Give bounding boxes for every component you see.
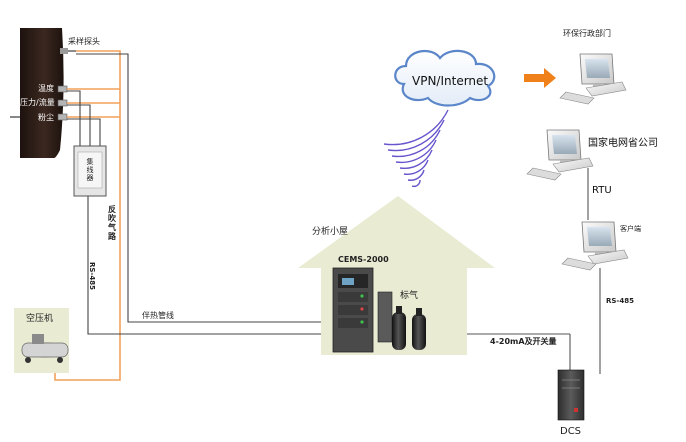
dcs-server-icon <box>557 369 585 421</box>
label-rs485-right: RS-485 <box>606 297 634 305</box>
chimney <box>20 28 64 158</box>
cloud-icon <box>394 49 496 107</box>
label-dcs: DCS <box>560 426 581 437</box>
wireless-signal-icon <box>383 109 449 188</box>
label-std-gas: 标气 <box>400 289 418 301</box>
temperature-sensor-icon <box>57 85 68 93</box>
pressure-flow-sensor-icon <box>57 99 68 107</box>
label-collector: 集线器 <box>86 157 94 182</box>
label-client: 客户端 <box>620 224 641 233</box>
label-rs485-left: RS-485 <box>88 262 96 290</box>
label-cloud: VPN/Internet <box>412 74 488 88</box>
label-dust: 粉尘 <box>38 112 54 122</box>
gas-cylinder-icon <box>392 306 426 350</box>
orange-air-line <box>54 50 121 381</box>
label-env-dept: 环保行政部门 <box>563 28 611 38</box>
signal-cable <box>67 53 571 372</box>
cems-cabinet <box>332 267 374 353</box>
sampling-probe-icon <box>60 48 76 54</box>
label-rtu: RTU <box>592 185 612 196</box>
arrow-icon <box>524 68 556 88</box>
label-compressor: 空压机 <box>26 312 53 324</box>
env-dept-computer-icon <box>559 53 627 105</box>
label-heated-line: 伴热管线 <box>142 310 174 320</box>
label-signal: 4-20mA及开关量 <box>490 336 557 346</box>
label-sampling-probe: 采样探头 <box>68 36 100 46</box>
label-cems: CEMS-2000 <box>338 255 389 264</box>
air-compressor <box>14 308 69 373</box>
rack-equipment <box>377 291 393 343</box>
label-grid-company: 国家电网省公司 <box>588 136 658 149</box>
label-temperature: 温度 <box>38 83 54 93</box>
collector-box <box>73 145 107 197</box>
label-pressure-flow: 压力/流量 <box>20 97 55 107</box>
grid-company-computer-icon <box>526 129 594 181</box>
label-backflush: 反吹气路 <box>107 204 117 241</box>
client-computer-icon <box>561 221 629 271</box>
label-shelter: 分析小屋 <box>312 225 348 237</box>
